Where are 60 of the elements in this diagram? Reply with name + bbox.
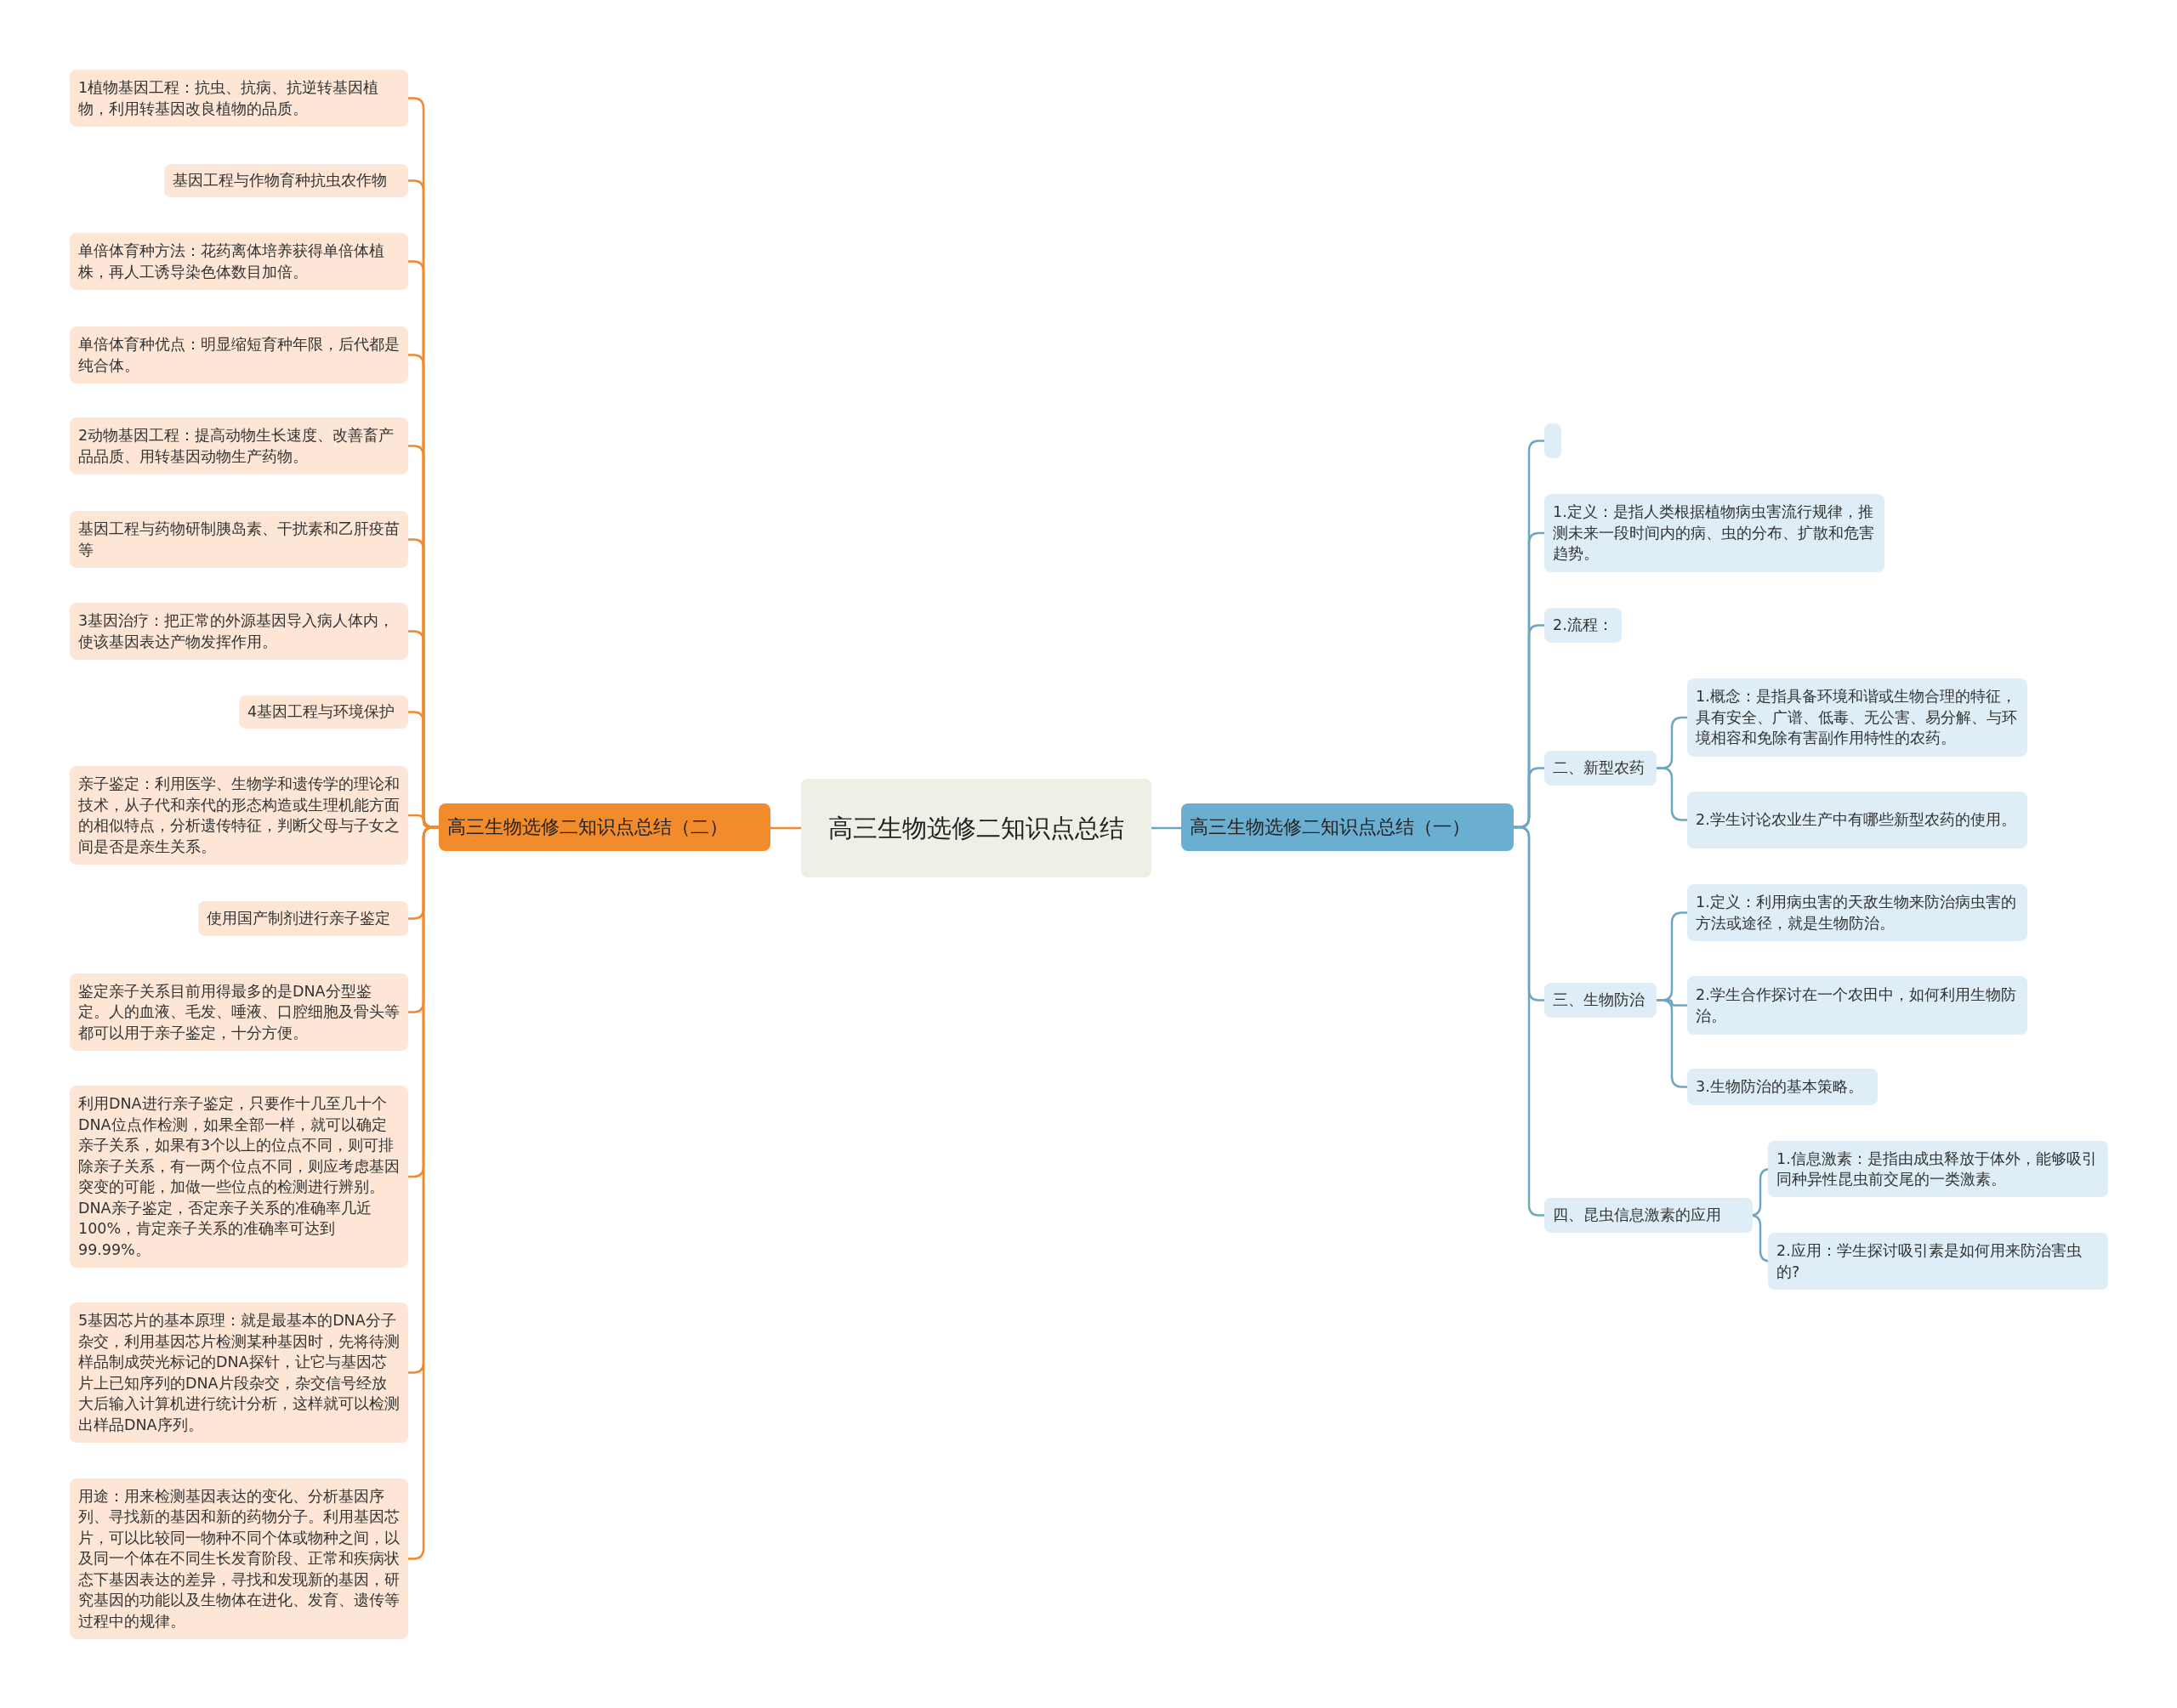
topic-box (70, 417, 408, 474)
topic-box (1544, 751, 1657, 786)
node-text: 基因工程与作物育种抗虫农作物 (173, 171, 387, 191)
node-text: 2.学生讨论农业生产中有哪些新型农药的使用。 (1696, 810, 2016, 831)
node-text: 1.信息激素：是指由成虫释放于体外，能够吸引同种异性昆虫前交尾的一类激素。 (1776, 1149, 2098, 1189)
node-text: 1.定义：是指人类根据植物病虫害流行规律，推测未来一段时间内的病、虫的分布、扩散和危害趋势。 (1553, 502, 1875, 565)
node-text: 亲子鉴定：利用医学、生物学和遗传学的理论和技术，从子代和亲代的形态构造或生理机能方面的相似特点，分析遗传特征，判断父母与子女之间是否是亲生关系。 (78, 775, 400, 857)
node-text: 高三生物选修二知识点总结（一） (1190, 815, 1470, 839)
topic-box (1544, 608, 1622, 643)
node-text: 4基因工程与环境保护 (247, 702, 395, 723)
topic-box (1687, 678, 2027, 757)
node-text: 1植物基因工程：抗虫、抗病、抗逆转基因植物，利用转基因改良植物的品质。 (78, 78, 380, 119)
topic-box (70, 70, 408, 127)
node-text: 1.定义：利用病虫害的天敌生物来防治病虫害的方法或途径，就是生物防治。 (1696, 893, 2017, 933)
topic-box (1687, 792, 2027, 848)
node-text: 高三生物选修二知识点总结（二） (447, 815, 728, 839)
topic-box (1544, 1198, 1753, 1233)
topic-box (70, 603, 408, 660)
node-text: 2.应用：学生探讨吸引素是如何用来防治害虫的? (1776, 1241, 2083, 1282)
topic-box (1768, 1141, 2108, 1197)
topic-box (164, 164, 408, 197)
node-text: 基因工程与药物研制胰岛素、干扰素和乙肝疫苗等 (78, 519, 400, 560)
node-text: 1.概念：是指具备环境和谐或生物合理的特征，具有安全、广谱、低毒、无公害、易分解、与环境相容和免除有害副作用特性的农药。 (1696, 687, 2018, 749)
connector-line (1151, 826, 1181, 830)
node-text: 5基因芯片的基本原理：就是最基本的DNA分子杂交，利用基因芯片检测某种基因时，先将待测样品制成荧光标记的DNA探针，让它与基因芯片上已知序列的DNA片段杂交，杂交信号经放大后输入计算机进行统计分析，这样就可以检测出样品DNA序列。 (78, 1311, 400, 1435)
node-text: 利用DNA进行亲子鉴定，只要作十几至几十个DNA位点作检测，如果全部一样，就可以确定亲子关系，如果有3个以上的位点不同，则可排除亲子关系，有一两个位点不同，则应考虑基因突变的可能，加做一些位点的检测进行辨别。DNA亲子鉴定，否定亲子关系的准确率几近100%，肯定亲子关系的准确率可达到99.99%。 (78, 1094, 400, 1260)
topic-box (70, 1302, 408, 1443)
main-branch-box (439, 803, 770, 851)
topic-box (239, 695, 408, 729)
topic-box (70, 233, 408, 290)
topic-box (1687, 1069, 1878, 1105)
node-text: 单倍体育种优点：明显缩短育种年限，后代都是纯合体。 (78, 335, 400, 376)
node-text: 2.学生合作探讨在一个农田中，如何利用生物防治。 (1696, 985, 2017, 1026)
topic-box (1768, 1233, 2108, 1290)
node-text: 3.生物防治的基本策略。 (1696, 1077, 1863, 1098)
topic-box (70, 766, 408, 865)
node-text: 单倍体育种方法：花药离体培养获得单倍体植株，再人工诱导染色体数目加倍。 (78, 241, 385, 282)
central-topic-box (801, 779, 1151, 877)
main-branch-box (1181, 803, 1514, 851)
node-text: 二、新型农药 (1553, 758, 1645, 779)
node-text: 2动物基因工程：提高动物生长速度、改善畜产品品质、用转基因动物生产药物。 (78, 426, 395, 467)
node-text: 四、昆虫信息激素的应用 (1553, 1206, 1721, 1226)
topic-box (1687, 884, 2027, 941)
node-text: 使用国产制剂进行亲子鉴定 (207, 909, 390, 929)
node-text: 2.流程： (1553, 616, 1613, 636)
connector-line (1657, 767, 1687, 821)
empty-box (1544, 423, 1561, 458)
node-text: 高三生物选修二知识点总结 (828, 813, 1124, 844)
topic-box (1544, 983, 1657, 1018)
topic-box (70, 326, 408, 383)
topic-box (1687, 976, 2027, 1035)
topic-box (70, 973, 408, 1051)
node-text: 三、生物防治 (1553, 990, 1645, 1011)
node-text: 鉴定亲子关系目前用得最多的是DNA分型鉴定。人的血液、毛发、唾液、口腔细胞及骨头等都可以用于亲子鉴定，十分方便。 (78, 981, 400, 1043)
topic-box (1544, 494, 1884, 572)
node-text: 3基因治疗：把正常的外源基因导入病人体内，使该基因表达产物发挥作用。 (78, 611, 395, 652)
node-text: 用途：用来检测基因表达的变化、分析基因序列、寻找新的基因和新的药物分子。利用基因芯片，可以比较同一物种不同个体或物种之间，以及同一个体在不同生长发育阶段、正常和疾病状态下基因表达的差异，寻找和发现新的基因，研究基因的功能以及生物体在进化、发育、遗传等过程中的规律。 (78, 1486, 400, 1631)
topic-box (198, 901, 408, 936)
topic-box (70, 511, 408, 568)
connector-line (770, 826, 801, 830)
